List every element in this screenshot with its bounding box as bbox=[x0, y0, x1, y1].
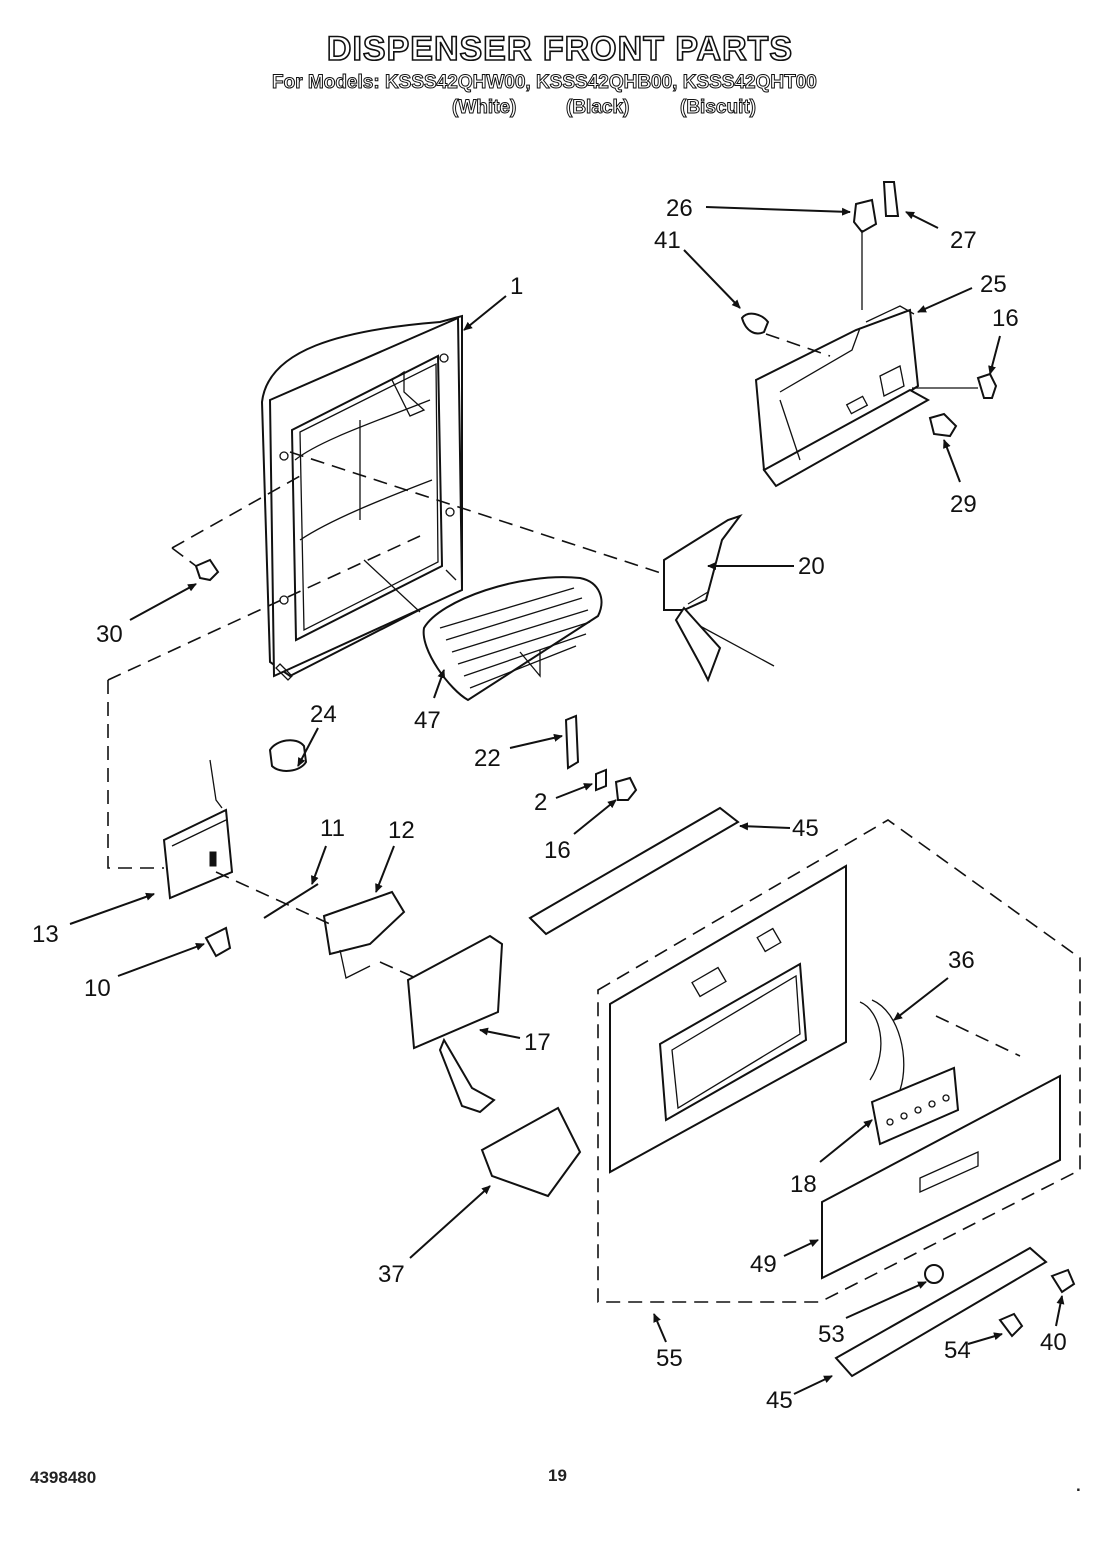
callout-12: 12 bbox=[388, 817, 415, 844]
callout-2: 2 bbox=[534, 789, 547, 816]
screw-54 bbox=[998, 1312, 1024, 1338]
rail-45-bottom bbox=[834, 1246, 1048, 1378]
callout-26: 26 bbox=[666, 195, 693, 222]
switch-22 bbox=[564, 714, 580, 770]
callout-24: 24 bbox=[310, 701, 337, 728]
screw-16-top bbox=[976, 372, 998, 399]
callout-49: 49 bbox=[750, 1251, 777, 1278]
clip-2 bbox=[595, 768, 607, 792]
callout-55: 55 bbox=[656, 1345, 683, 1372]
callout-36: 36 bbox=[948, 947, 975, 974]
models-line: For Models: KSSS42QHW00, KSSS42QHB00, KS… bbox=[272, 72, 818, 94]
callout-arrows bbox=[69, 206, 1065, 1395]
callout-11: 11 bbox=[320, 815, 345, 842]
footer-dot: . bbox=[1076, 1476, 1081, 1495]
callout-47: 47 bbox=[414, 707, 441, 734]
solenoid-24 bbox=[268, 739, 308, 772]
screw-30 bbox=[194, 558, 220, 582]
dispenser-control-housing bbox=[754, 305, 931, 488]
plate-27 bbox=[882, 181, 900, 217]
callout-53: 53 bbox=[818, 1321, 845, 1348]
front-panel bbox=[609, 864, 847, 1174]
rail-45-top bbox=[528, 806, 740, 936]
callout-45-top: 45 bbox=[792, 815, 819, 842]
switch-assembly-18 bbox=[870, 1066, 979, 1194]
rod-11 bbox=[263, 883, 319, 919]
callout-16-top: 16 bbox=[992, 305, 1019, 332]
socket-29 bbox=[928, 412, 958, 438]
spring-10 bbox=[204, 926, 232, 958]
callout-10: 10 bbox=[84, 975, 111, 1002]
bracket-26 bbox=[852, 198, 878, 234]
callout-40: 40 bbox=[1040, 1329, 1067, 1356]
part-number: 4398480 bbox=[30, 1468, 97, 1487]
solenoid-12 bbox=[322, 890, 406, 956]
screw-16-mid bbox=[614, 776, 638, 801]
module-13 bbox=[162, 759, 234, 900]
bracket-12 bbox=[339, 949, 371, 979]
callout-18: 18 bbox=[790, 1171, 817, 1198]
callout-17: 17 bbox=[524, 1029, 551, 1056]
harness-36 bbox=[859, 999, 905, 1091]
variant-black: (Black) bbox=[565, 97, 630, 119]
callout-20: 20 bbox=[798, 553, 825, 580]
cup-37 bbox=[480, 1106, 582, 1198]
washer-53 bbox=[924, 1264, 944, 1284]
callout-1: 1 bbox=[510, 273, 523, 300]
screw-40 bbox=[1050, 1268, 1076, 1294]
callout-45-bottom: 45 bbox=[766, 1387, 793, 1414]
bulb-41 bbox=[740, 312, 770, 335]
callout-16-mid: 16 bbox=[544, 837, 571, 864]
callout-27: 27 bbox=[950, 227, 977, 254]
callout-29: 29 bbox=[950, 491, 977, 518]
variant-white: (White) bbox=[451, 97, 517, 119]
actuator-lever bbox=[663, 514, 743, 683]
callout-41: 41 bbox=[654, 227, 681, 254]
callout-30: 30 bbox=[96, 621, 123, 648]
ice-chute-17 bbox=[406, 934, 504, 1114]
assembly-55-boundary bbox=[597, 819, 1081, 1303]
callout-25: 25 bbox=[980, 271, 1007, 298]
callout-22: 22 bbox=[474, 745, 501, 772]
callout-13: 13 bbox=[32, 921, 59, 948]
callout-54: 54 bbox=[944, 1337, 971, 1364]
page-number: 19 bbox=[548, 1466, 567, 1485]
callout-37: 37 bbox=[378, 1261, 405, 1288]
page-title: DISPENSER FRONT PARTS bbox=[326, 29, 794, 69]
variant-biscuit: (Biscuit) bbox=[680, 97, 757, 119]
membrane-49 bbox=[821, 1074, 1061, 1280]
